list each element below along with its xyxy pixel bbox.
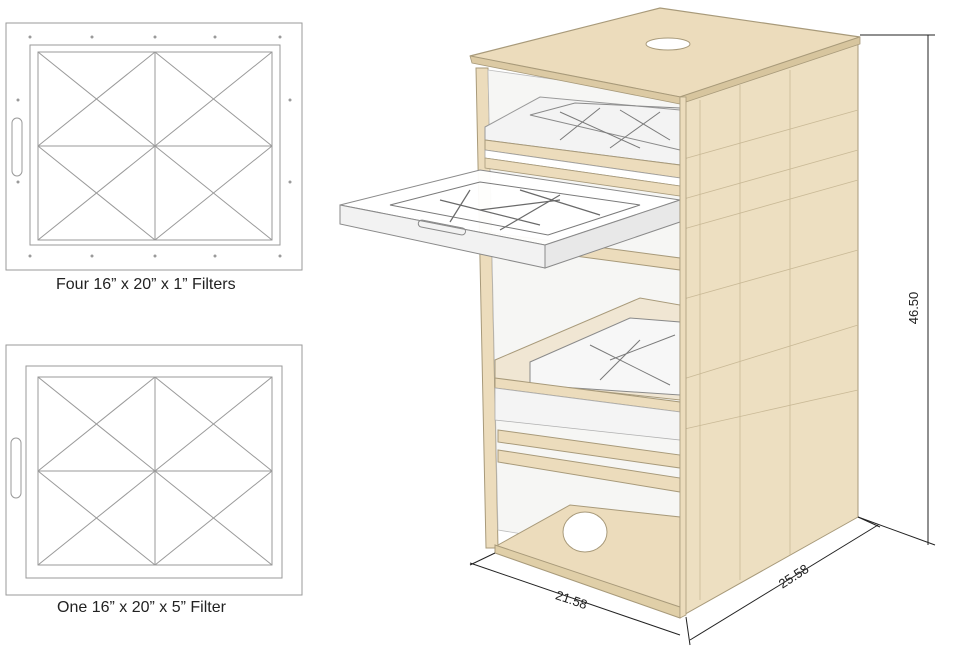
thick-filter-caption: One 16” x 20” x 5” Filter	[57, 599, 226, 616]
thin-filter-inner-frame	[29, 44, 281, 246]
pulled-out-filter-drawer[interactable]	[339, 169, 681, 269]
cabinet-right-panel-ghost-lines	[679, 70, 859, 600]
depth-dimension-label: 25.58	[776, 561, 811, 591]
thin-filter-handle	[11, 117, 23, 177]
upper-filter-slots	[484, 96, 681, 271]
thick-filter-inner-frame	[25, 365, 283, 579]
height-dimension-label: 46.50	[906, 292, 921, 325]
width-dimension-label: 21.58	[554, 587, 590, 612]
thick-filter-drawing	[5, 344, 303, 596]
thin-filter-tray-outline	[5, 22, 303, 271]
thick-filter-tray-outline	[5, 344, 303, 596]
cabinet-right-panel	[679, 36, 859, 618]
dimension-lines	[469, 34, 936, 646]
depth-dimension-line	[689, 524, 879, 641]
drawer-handle[interactable]	[417, 219, 467, 236]
thin-filters-caption: Four 16” x 20” x 1” Filters	[56, 276, 236, 293]
thick-filter-handle	[10, 437, 22, 499]
lower-filter-tray	[494, 297, 681, 493]
thin-filter-drawing	[5, 22, 303, 271]
thin-filter-screws	[16, 35, 292, 258]
bottom-vent-hole	[562, 511, 608, 553]
width-dimension-line	[469, 562, 681, 636]
top-vent-hole	[645, 37, 691, 51]
cabinet-front-right-post	[679, 96, 687, 619]
